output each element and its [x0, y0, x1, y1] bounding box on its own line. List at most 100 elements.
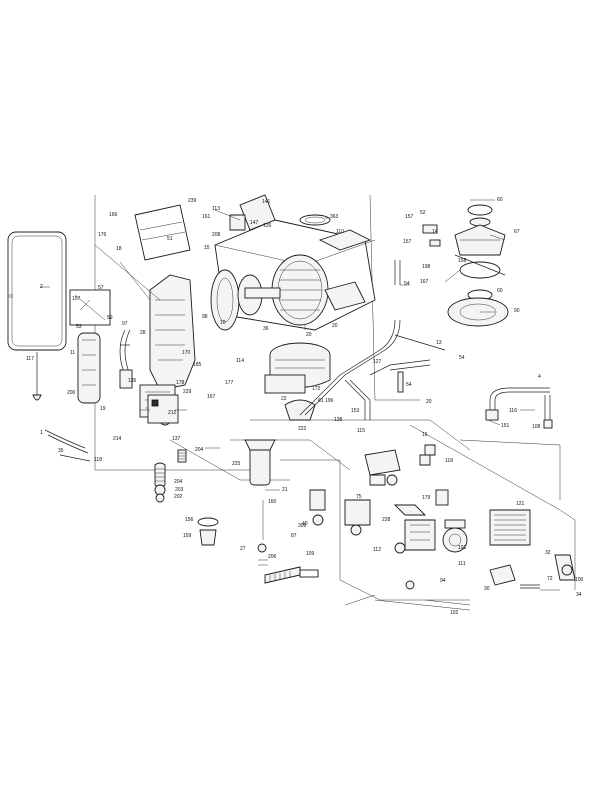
callout-60: 60 — [497, 288, 503, 294]
callout-57: 57 — [98, 285, 104, 291]
callout-67: 67 — [514, 229, 520, 235]
expansion-vessel — [7, 231, 91, 462]
callout-87: 87 — [291, 533, 297, 539]
callout-98: 98 — [202, 314, 208, 320]
callout-94: 94 — [440, 578, 446, 584]
callout-127: 127 — [373, 359, 382, 365]
air-box-cover — [134, 194, 276, 261]
callout-18: 18 — [116, 246, 122, 252]
callout-114: 114 — [236, 358, 244, 364]
callout-167: 167 — [207, 394, 216, 400]
callout-13: 13 — [436, 340, 442, 346]
callout-4: 4 — [538, 374, 541, 380]
hydraulic-group — [197, 439, 576, 590]
callout-196: 196 — [325, 398, 334, 404]
callout-177: 177 — [225, 380, 234, 386]
callout-27: 27 — [240, 546, 246, 552]
callout-14: 14 — [432, 229, 438, 235]
callout-166: 166 — [109, 212, 118, 218]
callout-20: 20 — [306, 332, 312, 338]
callout-116: 116 — [509, 408, 517, 414]
callout-153: 153 — [351, 408, 360, 414]
callout-110: 110 — [336, 229, 344, 235]
callout-157: 157 — [72, 296, 81, 302]
callout-157: 157 — [403, 239, 412, 245]
callout-178: 178 — [176, 380, 185, 386]
callout-115: 115 — [357, 428, 365, 434]
callout-34: 34 — [576, 592, 582, 598]
callout-97: 97 — [122, 321, 128, 327]
callout-208: 208 — [212, 232, 221, 238]
callout-10: 10 — [220, 320, 226, 326]
callout-112: 112 — [373, 547, 381, 553]
callout-214: 214 — [113, 436, 122, 442]
callout-21: 21 — [282, 487, 288, 493]
callout-61: 61 — [318, 398, 324, 404]
callout-191: 191 — [458, 545, 467, 551]
callout-239: 239 — [188, 198, 197, 204]
callout-32: 32 — [545, 550, 551, 556]
callout-206: 206 — [268, 554, 277, 560]
callout-102: 102 — [450, 610, 459, 616]
callout-36: 36 — [263, 326, 269, 332]
callout-185: 185 — [193, 362, 202, 368]
callout-54: 54 — [404, 281, 410, 287]
callout-198: 198 — [422, 264, 431, 270]
callout-54: 54 — [406, 382, 412, 388]
callout-151: 151 — [501, 423, 510, 429]
callout-135: 135 — [128, 378, 137, 384]
callout-19: 19 — [100, 406, 106, 412]
callout-202: 202 — [174, 494, 183, 500]
callout-109: 109 — [306, 551, 315, 557]
callout-75: 75 — [356, 494, 362, 500]
callout-labels: 2117135118571571761816651239113141161147… — [26, 197, 584, 616]
callout-100: 100 — [575, 577, 584, 583]
callout-212: 212 — [168, 410, 177, 416]
callout-170: 170 — [182, 350, 191, 356]
callout-200: 200 — [67, 390, 76, 396]
callout-176: 176 — [98, 232, 107, 238]
callout-141: 141 — [262, 199, 271, 205]
callout-156: 156 — [185, 517, 194, 523]
callout-172: 172 — [312, 386, 321, 392]
callout-179: 179 — [422, 495, 431, 501]
callout-54: 54 — [459, 355, 465, 361]
callout-137: 137 — [172, 436, 181, 442]
callout-72: 72 — [547, 576, 553, 582]
callout-35: 35 — [58, 448, 64, 454]
callout-60: 60 — [497, 197, 503, 203]
callout-40: 40 — [302, 521, 308, 527]
callout-20: 20 — [332, 323, 338, 329]
callout-118: 118 — [94, 457, 102, 463]
callout-157: 157 — [405, 214, 414, 220]
callout-53: 53 — [76, 324, 82, 330]
callout-306: 306 — [298, 523, 307, 529]
flue-hood — [394, 204, 509, 327]
callout-20: 20 — [426, 399, 432, 405]
callout-113: 113 — [212, 206, 220, 212]
callout-159: 159 — [183, 533, 192, 539]
callout-225: 225 — [232, 461, 241, 467]
callout-229: 229 — [183, 389, 192, 395]
callout-147: 147 — [250, 220, 259, 226]
callout-2: 2 — [40, 284, 43, 290]
callout-30: 30 — [484, 586, 490, 592]
callout-108: 108 — [532, 424, 541, 430]
callout-121: 121 — [516, 501, 525, 507]
callout-1: 1 — [40, 430, 43, 436]
callout-228: 228 — [382, 517, 391, 523]
callout-126: 126 — [263, 223, 272, 229]
callout-222: 222 — [298, 426, 307, 432]
callout-15: 15 — [204, 245, 210, 251]
callout-158: 158 — [458, 258, 467, 264]
callout-28: 28 — [140, 330, 146, 336]
callout-363: 363 — [330, 214, 339, 220]
leader-lines — [40, 199, 560, 606]
callout-204: 204 — [174, 479, 183, 485]
callout-51: 51 — [167, 236, 173, 242]
callout-204: 204 — [195, 447, 204, 453]
callout-90: 90 — [514, 308, 520, 314]
callout-59: 59 — [107, 315, 113, 321]
callout-11: 11 — [70, 350, 75, 356]
